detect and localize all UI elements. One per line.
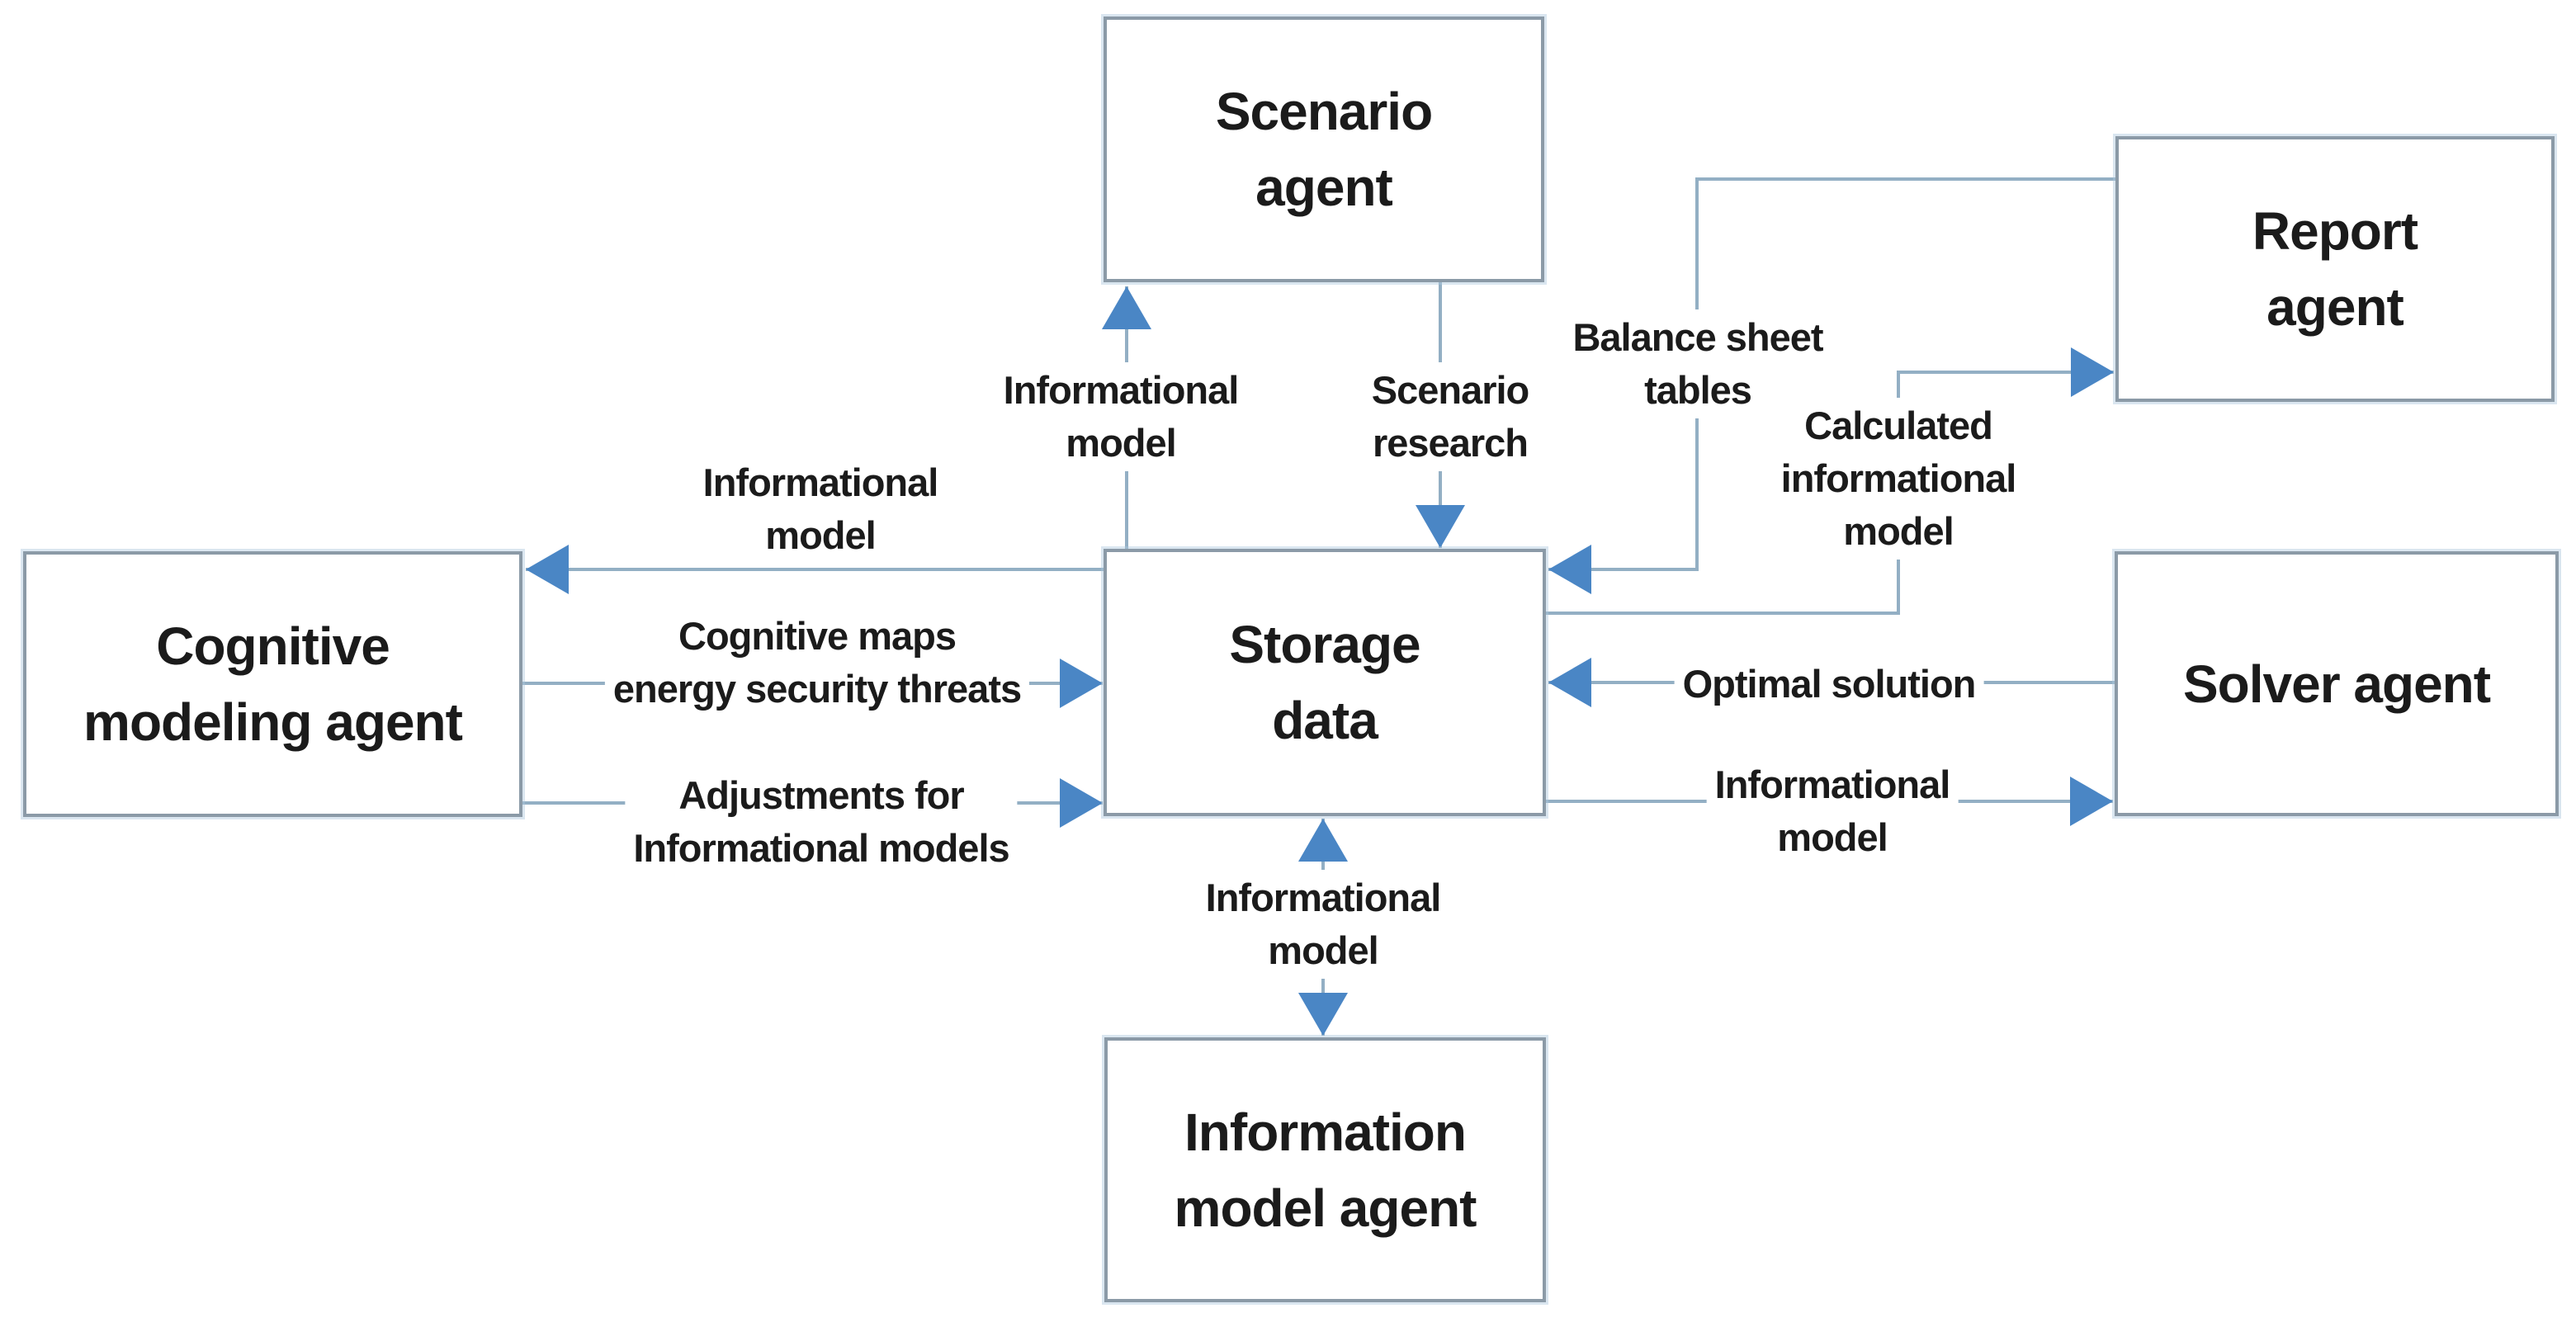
arrowhead-icon bbox=[1548, 658, 1591, 707]
arrowhead-icon bbox=[526, 545, 569, 594]
arrowhead-icon bbox=[1102, 286, 1151, 329]
arrowhead-icon bbox=[1298, 819, 1348, 862]
arrowhead-icon bbox=[1060, 659, 1103, 708]
arrowhead-icon bbox=[1060, 778, 1103, 828]
arrowhead-icon bbox=[2071, 347, 2114, 397]
arrowhead-icon bbox=[1548, 545, 1591, 594]
arrowhead-icon bbox=[1416, 505, 1465, 548]
arrowhead-icon bbox=[1298, 993, 1348, 1036]
arrowhead-icon bbox=[2070, 777, 2113, 826]
node-solver-agent: Solver agent bbox=[2115, 551, 2559, 816]
label-optimal-solution: Optimal solution bbox=[1674, 656, 1984, 712]
